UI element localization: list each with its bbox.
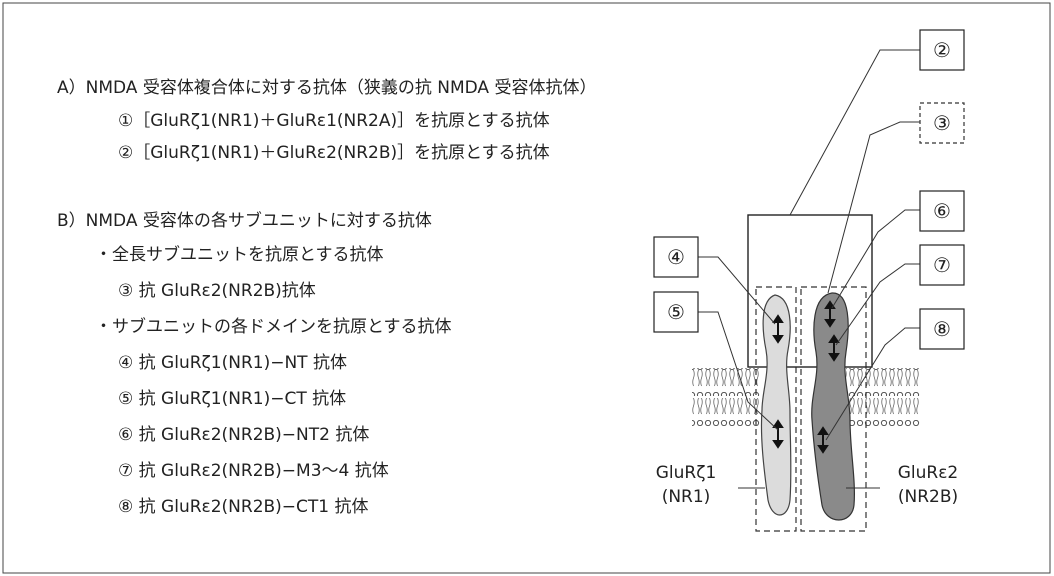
callout-label-8: ⑧ — [933, 317, 951, 341]
nr1-subunit-shape — [761, 295, 790, 515]
nr2b-label-line1: GluRε2 — [898, 463, 959, 483]
callout-boxes — [654, 30, 964, 349]
callout-label-7: ⑦ — [933, 253, 951, 277]
callout-label-6: ⑥ — [933, 199, 951, 223]
nr1-label-line2: (NR1) — [662, 487, 711, 507]
callout-label-3: ③ — [933, 111, 951, 135]
callout-label-5: ⑤ — [667, 300, 685, 324]
callout-label-4: ④ — [667, 245, 685, 269]
callout-label-2: ② — [933, 38, 951, 62]
lipid-bilayer — [692, 368, 920, 426]
nr1-label-line1: GluRζ1 — [656, 463, 717, 483]
nr2b-label-line2: (NR2B) — [898, 487, 958, 507]
